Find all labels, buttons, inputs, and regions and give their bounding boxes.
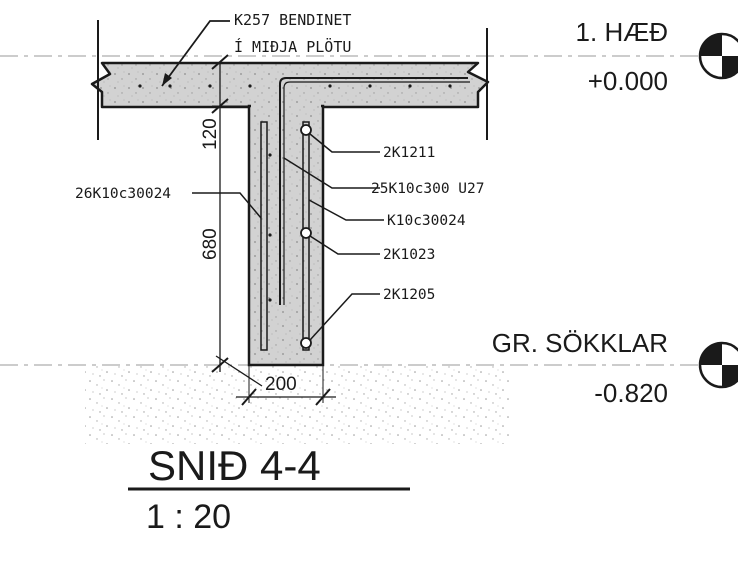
leader-slab-note [161, 20, 230, 87]
slab-note-line2: Í MIÐJA PLÖTU [234, 37, 351, 56]
rebar-label-r2: 25K10c300 U27 [371, 181, 485, 197]
rebar-label-left: 26K10c30024 [75, 186, 171, 202]
foundation-wall [247, 104, 325, 367]
dim-label-wall-height: 680 [200, 228, 221, 260]
dim-label-wall-width: 200 [265, 374, 297, 395]
dim-tick-left [241, 388, 257, 406]
rebar-dot-3 [300, 337, 312, 349]
level-name-top: 1. HÆÐ [576, 17, 668, 47]
level-elevation-bottom: -0.820 [594, 378, 668, 408]
level-marker-top [698, 32, 738, 80]
rebar-left-vertical [260, 121, 268, 351]
wall-slab-joint [251, 102, 321, 110]
ground-fill [85, 366, 510, 444]
leader-r2 [283, 157, 380, 189]
floor-slab [90, 61, 490, 109]
dim-tick-bottom [211, 357, 229, 373]
rebar-label-r4: 2K1023 [383, 247, 435, 263]
level-marker-bottom [698, 341, 738, 389]
rebar-dot-1 [300, 124, 312, 136]
leader-slab-arrow [162, 73, 172, 86]
section-scale: 1 : 20 [146, 498, 231, 536]
dim-tick-top [211, 54, 229, 70]
leader-r1 [309, 133, 380, 153]
dim-label-slab: 120 [200, 118, 221, 150]
dim-leader-200 [215, 355, 263, 387]
slab-rebar-dots [138, 84, 452, 302]
rebar-u27-inner [283, 81, 470, 305]
rebar-label-r5: 2K1205 [383, 287, 435, 303]
leader-left [192, 192, 262, 219]
section-title: SNIÐ 4-4 [148, 442, 321, 489]
leader-r5 [309, 293, 380, 341]
leader-r3 [308, 199, 384, 221]
rebar-label-r1: 2K1211 [383, 145, 435, 161]
level-elevation-top: +0.000 [588, 66, 668, 96]
dim-tick-right [315, 388, 331, 406]
leader-r4 [309, 235, 380, 255]
rebar-dot-2 [300, 227, 312, 239]
level-name-bottom: GR. SÖKKLAR [492, 328, 668, 358]
slab-note-line1: K257 BENDINET [234, 11, 351, 29]
rebar-u27 [279, 77, 468, 305]
rebar-label-r3: K10c30024 [387, 213, 466, 229]
